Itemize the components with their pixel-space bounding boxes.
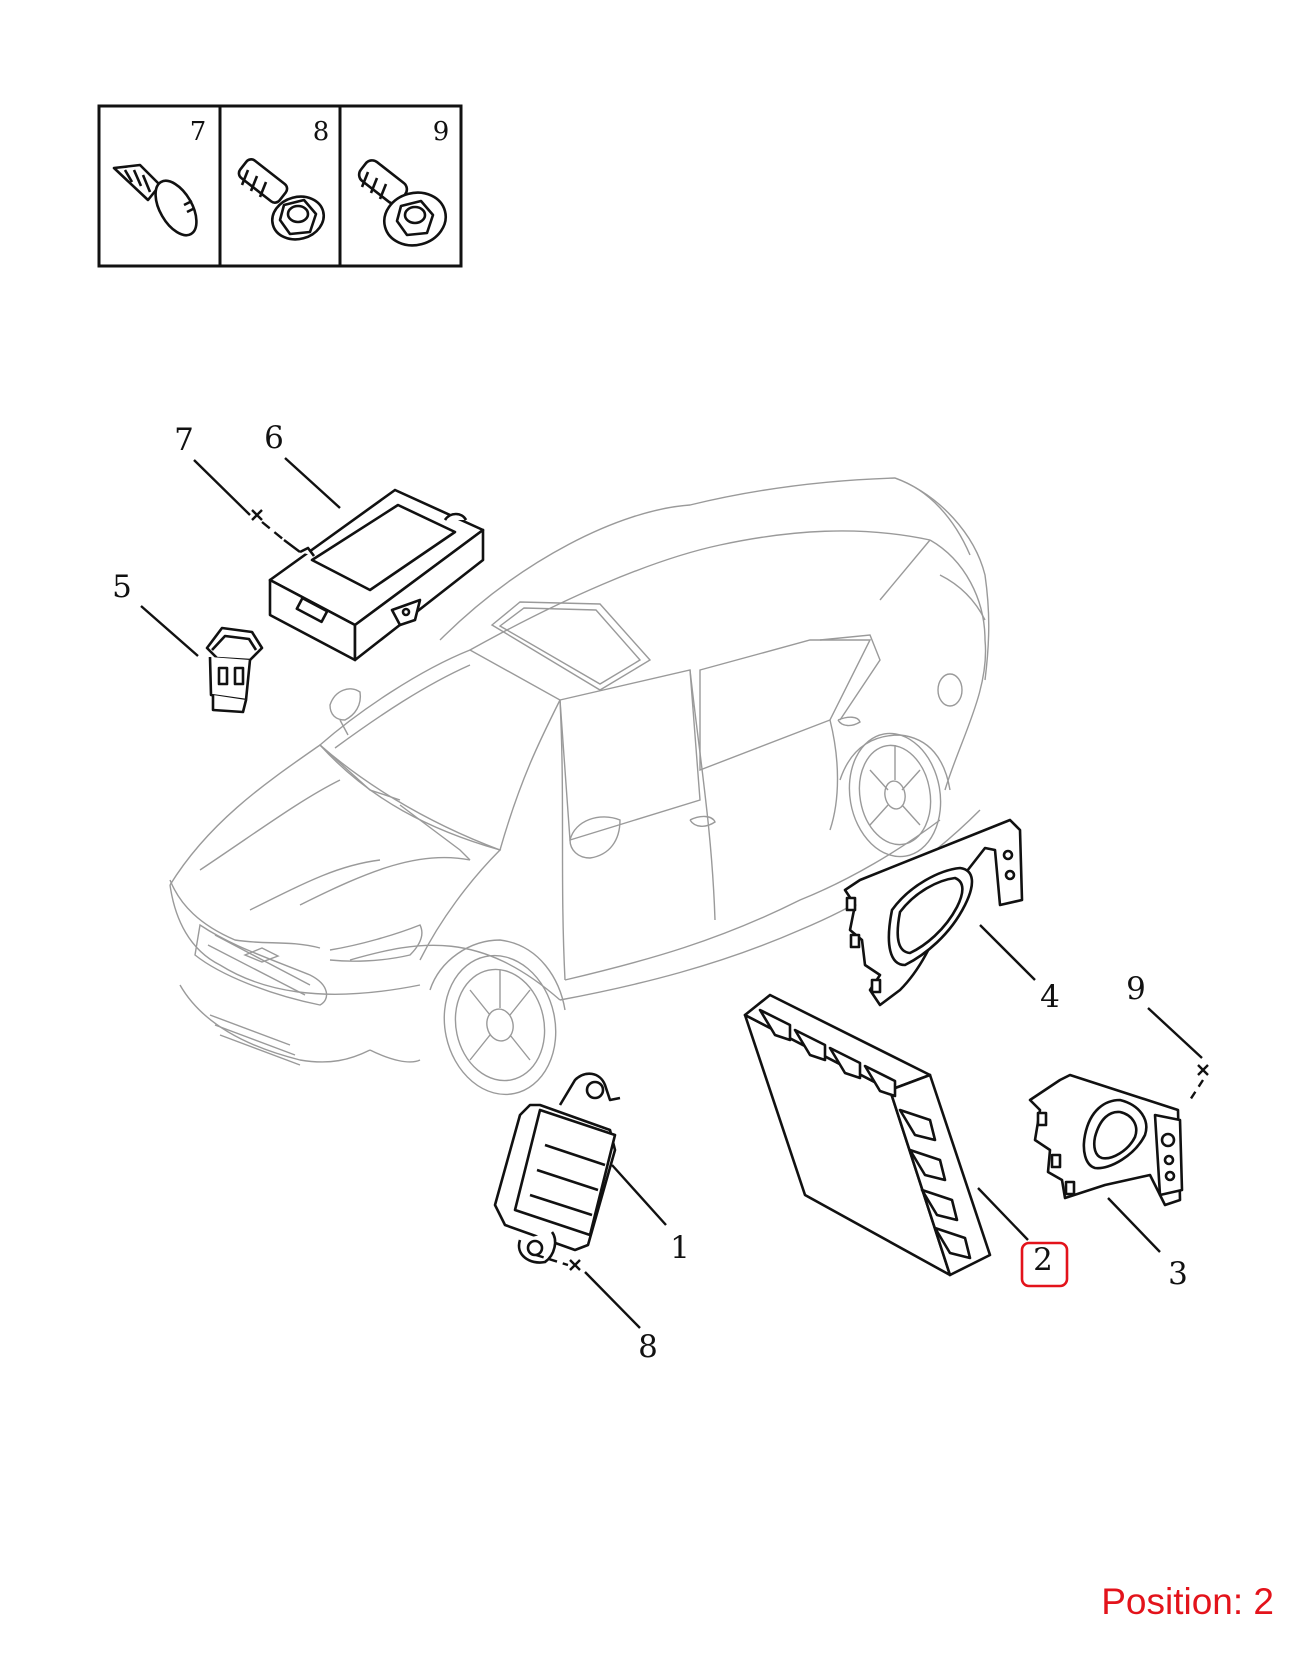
- callout-3[interactable]: 3: [1168, 1256, 1188, 1292]
- flange-bolt-icon: [237, 158, 325, 241]
- hardware-table: 7 8 9: [97, 104, 463, 268]
- car-outline: [169, 477, 990, 1096]
- callout-6[interactable]: 6: [264, 420, 284, 456]
- hw-cell-7-number: 7: [190, 117, 207, 147]
- callout-4[interactable]: 4: [1040, 979, 1060, 1015]
- leader-lines: [140, 457, 1209, 1329]
- callout-5[interactable]: 5: [112, 569, 132, 605]
- part-5-switch: [205, 626, 264, 714]
- tapping-screw-icon: [112, 163, 198, 237]
- callout-7[interactable]: 7: [174, 422, 194, 458]
- part-3-bracket: [1028, 1073, 1184, 1207]
- callout-2[interactable]: 2: [1033, 1242, 1053, 1278]
- hw-cell-9-number: 9: [433, 117, 450, 147]
- position-label: Position: 2: [1101, 1581, 1274, 1622]
- part-6-module: [268, 488, 485, 662]
- hw-cell-8-number: 8: [313, 117, 330, 147]
- callout-8[interactable]: 8: [638, 1329, 658, 1365]
- part-2-control-unit: [743, 993, 992, 1277]
- callout-1[interactable]: 1: [670, 1230, 690, 1266]
- part-1-module: [493, 1072, 621, 1264]
- callout-9[interactable]: 9: [1126, 971, 1146, 1007]
- washer-bolt-icon: [357, 159, 447, 247]
- callout-2-highlight: [1020, 1241, 1069, 1288]
- part-4-bracket: [843, 818, 1024, 1007]
